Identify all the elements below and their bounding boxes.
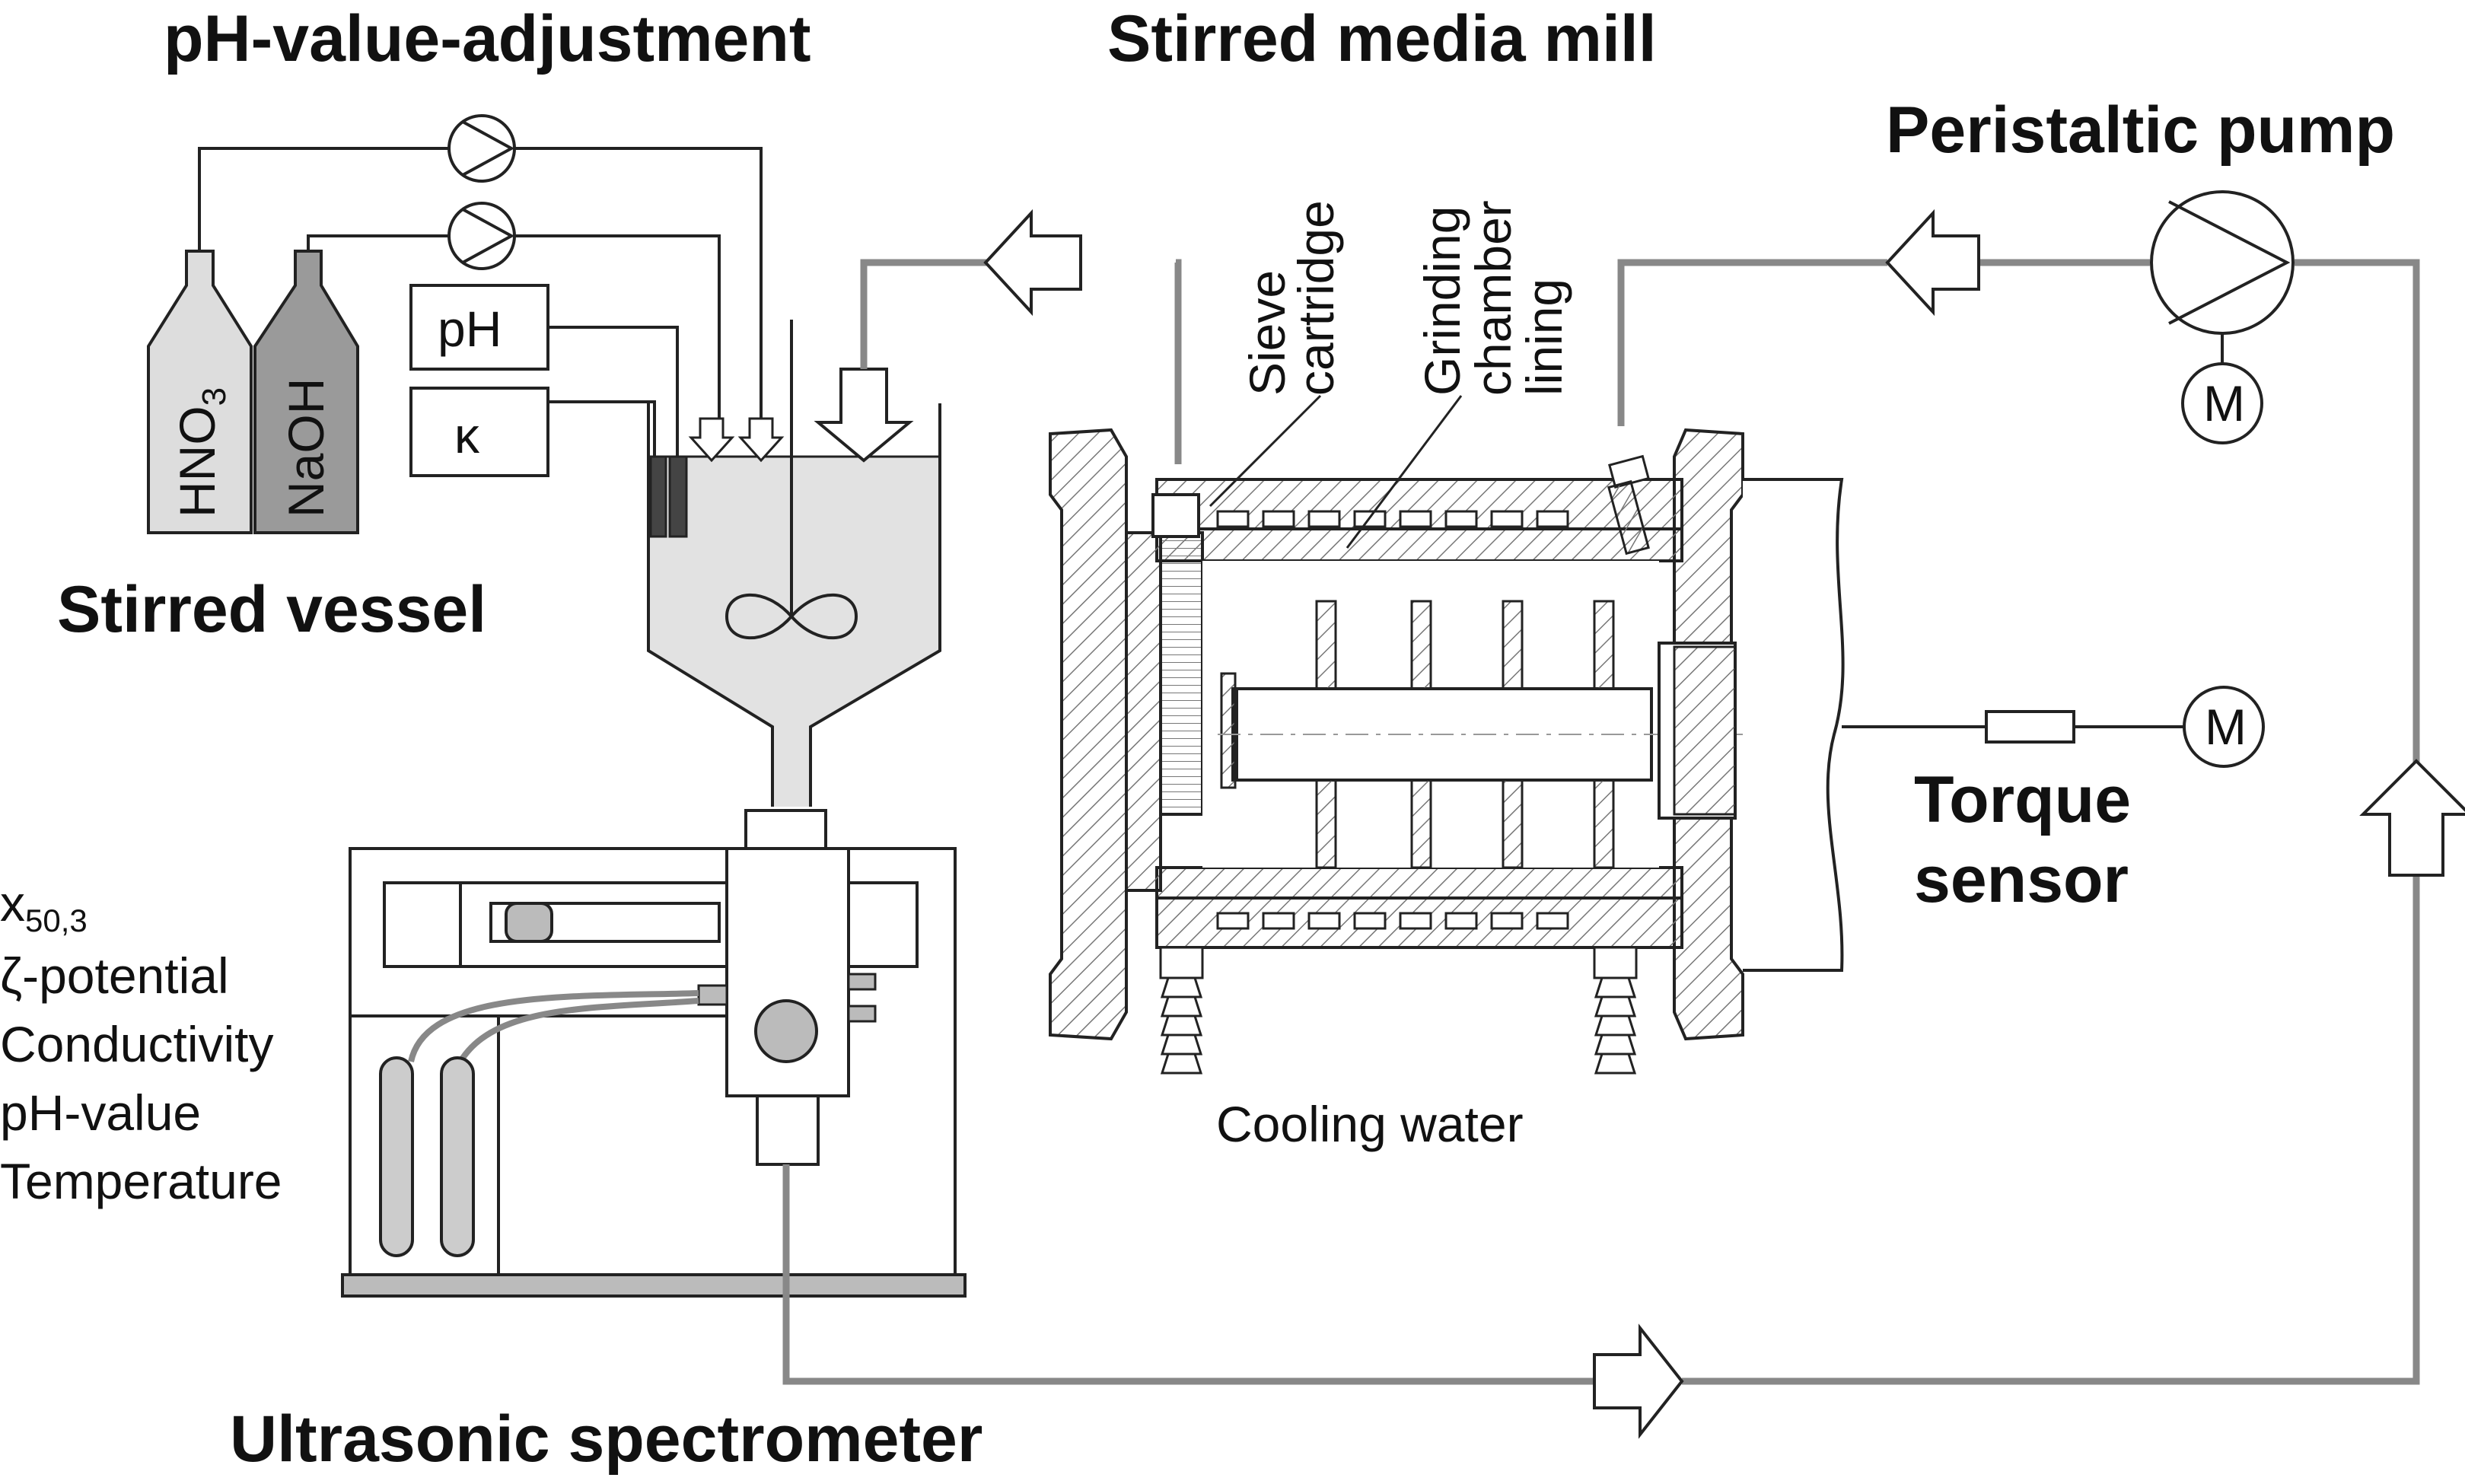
outlet-fitting: [1607, 454, 1650, 556]
probe-right: [440, 1056, 475, 1257]
stirred-vessel-heading: Stirred vessel: [57, 573, 486, 646]
transducer-window: [505, 902, 553, 943]
sieve-outlet: [1151, 493, 1200, 538]
acid-bottle: HNO3: [147, 250, 253, 534]
peristaltic-pump-heading: Peristaltic pump: [1886, 94, 2395, 167]
acid-bottle-label: HNO3: [169, 387, 233, 517]
recirculation-inlet-arrow: [814, 368, 914, 463]
mill-left-cover: [1125, 531, 1162, 892]
stirrer-pins: [1220, 600, 1615, 869]
ph-meter-label: pH: [438, 301, 502, 357]
drive-housing: [1743, 478, 1845, 972]
ultrasonic-spectrometer: [341, 809, 967, 1298]
drive-motor-icon: [2183, 686, 2265, 768]
flow-arrow-top-right: [1885, 209, 1980, 317]
cooling-water-label: Cooling water: [1216, 1096, 1524, 1152]
peristaltic-pump-symbol: [2168, 200, 2291, 325]
base-dosing-pump: [447, 202, 516, 270]
base-inlet-arrow: [737, 417, 785, 463]
flow-arrow-right-up: [2359, 759, 2465, 877]
torque-sensor-box: [1985, 710, 2075, 744]
pump-motor-icon: [2181, 362, 2263, 444]
cell-outlet-connector: [756, 1094, 820, 1166]
pump-motor-label: M: [2203, 375, 2245, 432]
cooling-water-connectors: [1159, 946, 1638, 1075]
conductivity-label: Conductivity: [0, 1016, 274, 1072]
base-pump-circle: [447, 202, 516, 270]
sensor-wires: [548, 326, 677, 458]
peristaltic-pump-circle: [2150, 190, 2295, 335]
zeta-potential-label: ζ-potential: [0, 947, 229, 1004]
acid-dosing-pump: [447, 114, 516, 183]
lining-label-line1: Grinding: [1414, 206, 1470, 396]
probe-cables: [408, 990, 699, 1064]
ph-value-label: pH-value: [0, 1084, 201, 1141]
sieve-label-line1: Sieve: [1239, 270, 1295, 396]
probe-left: [379, 1056, 414, 1257]
ultrasonic-spectrometer-heading: Ultrasonic spectrometer: [230, 1403, 982, 1476]
ph-meter: pH: [409, 284, 549, 371]
base-bottle: NaOH: [253, 250, 359, 534]
drive-train: M: [1842, 686, 2265, 768]
torque-sensor-heading-line2: sensor: [1914, 843, 2129, 916]
sieve-label-line2: cartridge: [1288, 200, 1344, 396]
flow-arrow-top-left: [983, 209, 1082, 317]
conductivity-meter: κ: [409, 387, 549, 477]
stirred-vessel: [647, 320, 941, 807]
drive-motor-label: M: [2205, 699, 2247, 755]
electrode-ph: [649, 455, 667, 538]
cell-inlet-connector: [744, 809, 827, 850]
temperature-label: Temperature: [0, 1153, 282, 1209]
ph-adjustment-heading: pH-value-adjustment: [164, 2, 811, 75]
acid-inlet-arrow: [688, 417, 735, 463]
acid-pump-circle: [447, 114, 516, 183]
spectrometer-base-plate: [341, 1273, 967, 1298]
stirred-media-mill: [1049, 394, 1845, 1075]
measured-quantities: x50,3 ζ-potential Conductivity pH-value …: [0, 875, 282, 1209]
sieve-cartridge: [1159, 531, 1204, 816]
base-bottle-label: NaOH: [278, 378, 334, 517]
peristaltic-pump: M: [2150, 190, 2295, 444]
grinding-chamber-lining-bottom: [1155, 866, 1683, 900]
stirrer-impeller-icon: [725, 593, 858, 640]
acid-pump-symbol: [462, 120, 515, 177]
conductivity-meter-box: [409, 387, 549, 477]
particle-size-label: x50,3: [0, 875, 88, 938]
mill-left-flange: [1049, 428, 1128, 1041]
base-pump-symbol: [462, 208, 515, 264]
lining-label-line2: chamber: [1465, 200, 1521, 396]
stirred-media-mill-heading: Stirred media mill: [1107, 2, 1657, 75]
conductivity-meter-label: κ: [454, 407, 480, 463]
torque-sensor-heading-line1: Torque: [1914, 763, 2131, 836]
ph-meter-box: [409, 284, 549, 371]
cell-sensor-port: [754, 999, 818, 1063]
flow-arrow-bottom: [1593, 1323, 1684, 1439]
electrode-conductivity: [668, 455, 688, 538]
lining-label-line3: lining: [1516, 279, 1572, 396]
grinding-chamber-lining-top: [1155, 527, 1683, 562]
